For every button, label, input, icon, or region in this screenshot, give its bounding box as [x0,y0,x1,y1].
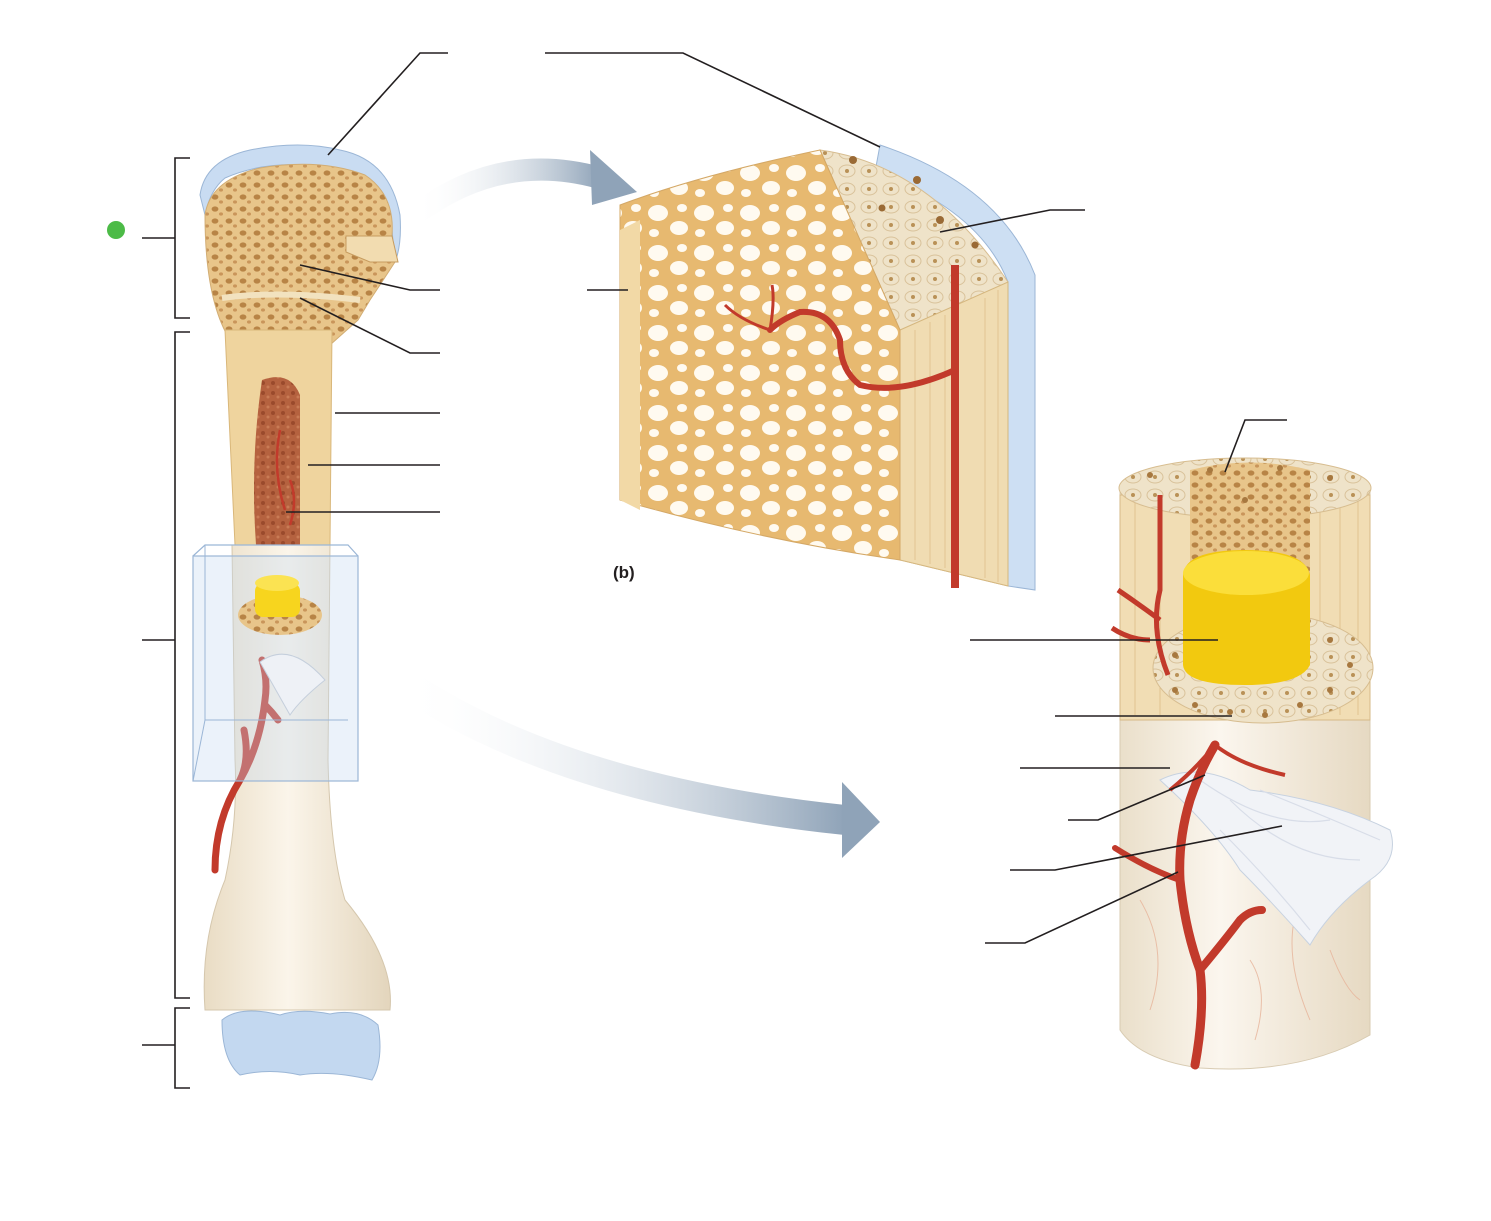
articular-cartilage-bottom [222,1011,380,1080]
panel-b-label: (b) [613,563,635,582]
epiphysis-bracket-bottom [142,1008,190,1088]
diaphysis-bracket [142,332,190,998]
epiphysis-bracket-top [142,158,190,318]
bottom-arrow [400,680,880,858]
shaft-cross-section [1112,458,1393,1069]
top-arrow [415,150,637,215]
long-bone [193,145,400,1080]
yellow-marrow-top [1183,551,1309,595]
green-dot-marker [107,221,125,239]
spongy-bone-block [620,145,1035,590]
zoom-box [193,545,358,781]
